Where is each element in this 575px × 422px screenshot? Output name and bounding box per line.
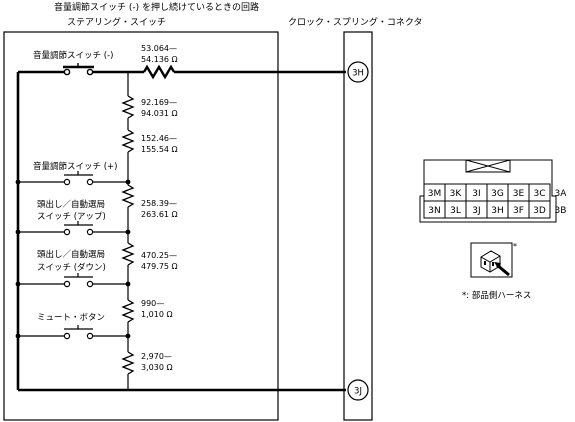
resistor-r4 bbox=[121, 184, 135, 208]
mute-button-switch bbox=[15, 325, 131, 340]
seek-down-switch bbox=[15, 273, 131, 288]
connector-pin: 3G bbox=[491, 189, 504, 199]
connector-pin: 3I bbox=[472, 189, 480, 199]
seek-up-label-line2: スイッチ (アップ) bbox=[37, 212, 106, 222]
mute-label: ミュート・ボタン bbox=[37, 313, 105, 323]
connector-pin: 3B bbox=[555, 206, 567, 216]
connector-pin-grid bbox=[423, 183, 551, 219]
harness-side-icon: * bbox=[470, 242, 517, 278]
connector-pin: 3H bbox=[491, 206, 504, 216]
connector-pin: 3C bbox=[533, 189, 545, 199]
terminal-3h: 3H bbox=[347, 61, 369, 83]
resistor-r7 bbox=[121, 351, 135, 375]
resistor-r4-value-line1: 258.39— bbox=[141, 199, 177, 208]
resistor-r2 bbox=[121, 95, 135, 119]
terminal-3j-label: 3J bbox=[354, 387, 362, 397]
terminal-3h-label: 3H bbox=[352, 69, 364, 79]
seek-up-switch bbox=[15, 221, 131, 236]
resistor-r3-value-line2: 155.54 Ω bbox=[141, 145, 178, 154]
seek-up-label-line1: 頭出し／自動選局 bbox=[37, 199, 105, 210]
seek-down-label-line1: 頭出し／自動選局 bbox=[37, 249, 105, 260]
resistor-r5-value-line1: 470.25— bbox=[141, 251, 177, 260]
resistor-r7-value-line1: 2,970— bbox=[141, 352, 172, 361]
connector-pin: 3D bbox=[533, 206, 546, 216]
resistor-r7-value-line2: 3,030 Ω bbox=[141, 363, 173, 372]
terminal-3j: 3J bbox=[347, 379, 369, 401]
resistor-r5-value-line2: 479.75 Ω bbox=[141, 262, 178, 271]
connector-pin: 3F bbox=[513, 206, 524, 216]
resistor-r2-value-line2: 94.031 Ω bbox=[141, 109, 178, 118]
connector-pin-labels: 3M 3K 3I 3G 3E 3C 3A 3N 3L 3J 3H 3F 3D 3B bbox=[428, 189, 568, 216]
connector-pin: 3E bbox=[513, 189, 525, 199]
volume-down-label: 音量調節スイッチ (-) bbox=[33, 50, 113, 61]
resistor-r3 bbox=[121, 129, 135, 153]
connector-pin: 3A bbox=[555, 189, 568, 199]
seek-down-label-line2: スイッチ (ダウン) bbox=[37, 262, 106, 273]
resistor-r1 bbox=[142, 64, 176, 80]
connector-face-view: 3M 3K 3I 3G 3E 3C 3A 3N 3L 3J 3H 3F 3D 3B bbox=[419, 159, 568, 223]
harness-note: *: 部品側ハーネス bbox=[462, 290, 531, 301]
steering-switch-label: ステアリング・スイッチ bbox=[67, 16, 166, 28]
connector-pin: 3K bbox=[450, 189, 463, 199]
connector-pin: 3L bbox=[450, 206, 461, 216]
resistor-r1-value-line2: 54.136 Ω bbox=[141, 55, 178, 64]
resistor-r6 bbox=[121, 299, 135, 323]
resistor-r1-value-line1: 53.064— bbox=[141, 44, 177, 53]
harness-mark: * bbox=[513, 242, 517, 251]
volume-up-label: 音量調節スイッチ (+) bbox=[33, 161, 117, 172]
clock-spring-box bbox=[343, 31, 373, 421]
volume-down-switch bbox=[63, 63, 94, 76]
active-current-path bbox=[16, 64, 346, 392]
resistor-r5 bbox=[121, 242, 135, 266]
volume-up-switch bbox=[15, 171, 131, 186]
resistor-r4-value-line2: 263.61 Ω bbox=[141, 210, 178, 219]
steering-switch-box bbox=[3, 31, 279, 421]
diagram-title: 音量調節スイッチ (-) を押し続けているときの回路 bbox=[54, 1, 259, 13]
resistor-r6-value-line2: 1,010 Ω bbox=[141, 310, 173, 319]
connector-pin: 3M bbox=[428, 189, 442, 199]
resistor-r6-value-line1: 990— bbox=[141, 299, 164, 308]
connector-pin: 3N bbox=[428, 206, 440, 216]
connector-pin: 3J bbox=[472, 206, 480, 216]
clock-spring-label: クロック・スプリング・コネクタ bbox=[288, 16, 422, 28]
resistor-r2-value-line1: 92.169— bbox=[141, 98, 177, 107]
resistor-r3-value-line1: 152.46— bbox=[141, 134, 177, 143]
